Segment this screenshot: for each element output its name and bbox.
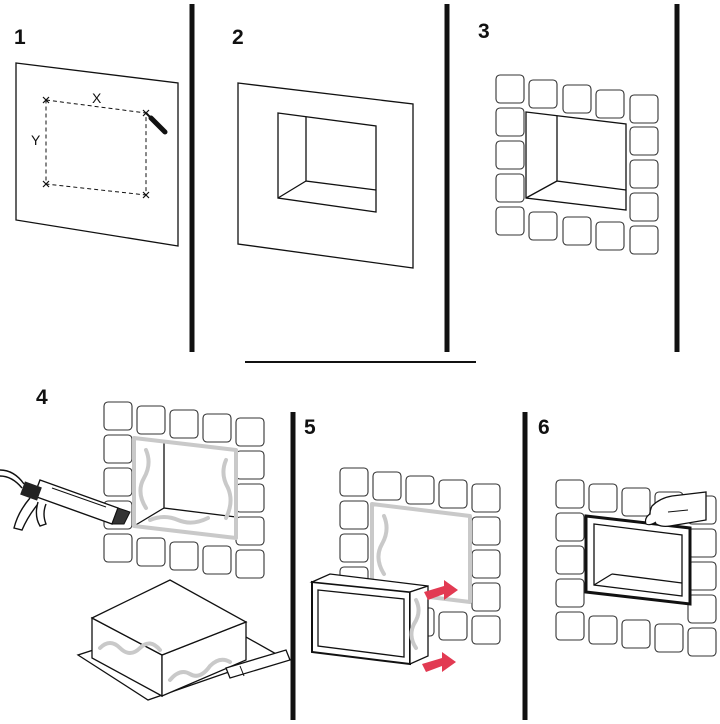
recess-floor-edge	[133, 507, 165, 527]
niche-box	[76, 579, 291, 701]
niche-floor-edge	[593, 573, 613, 586]
cut-outline	[45, 99, 147, 196]
niche-floor-back	[611, 573, 683, 584]
step-2-label: 2	[232, 26, 244, 49]
dimension-y-label: Y	[31, 132, 41, 148]
adhesive-bead	[409, 598, 421, 650]
arrow-icon	[424, 580, 458, 600]
step-1: 1 X Y	[14, 26, 179, 247]
niche-inner	[317, 589, 405, 658]
step-4: 4	[0, 386, 291, 701]
pencil-icon	[145, 112, 168, 135]
arrow-icon	[422, 652, 456, 672]
step-6: 6	[538, 416, 717, 657]
installed-niche-inner	[593, 523, 683, 597]
step-6-label: 6	[538, 416, 550, 439]
hand-icon	[644, 491, 707, 528]
adhesive-bead	[98, 641, 232, 682]
separators	[189, 4, 680, 720]
wall-panel	[15, 62, 179, 247]
step-4-label: 4	[36, 386, 48, 409]
recess-back-wall	[305, 117, 377, 191]
step-3: 3	[478, 20, 659, 255]
recess-floor-edge	[525, 180, 558, 199]
niche-insert	[309, 573, 429, 666]
box-top-face	[90, 579, 248, 656]
spatula-icon	[225, 649, 291, 679]
recess-opening	[277, 112, 377, 213]
step-3-label: 3	[478, 20, 490, 43]
step-5-label: 5	[304, 416, 316, 439]
corner-marks	[42, 96, 150, 199]
adhesive-bead	[132, 436, 238, 540]
step-5: 5	[304, 416, 501, 672]
wall-panel	[237, 82, 414, 269]
caulking-gun-icon	[0, 469, 131, 531]
step-2: 2	[232, 26, 414, 269]
recess-opening	[525, 111, 627, 211]
dimension-x-label: X	[92, 90, 102, 106]
step-1-label: 1	[14, 26, 26, 49]
recess-floor-edge	[277, 180, 307, 199]
adhesive-bead	[370, 502, 472, 604]
